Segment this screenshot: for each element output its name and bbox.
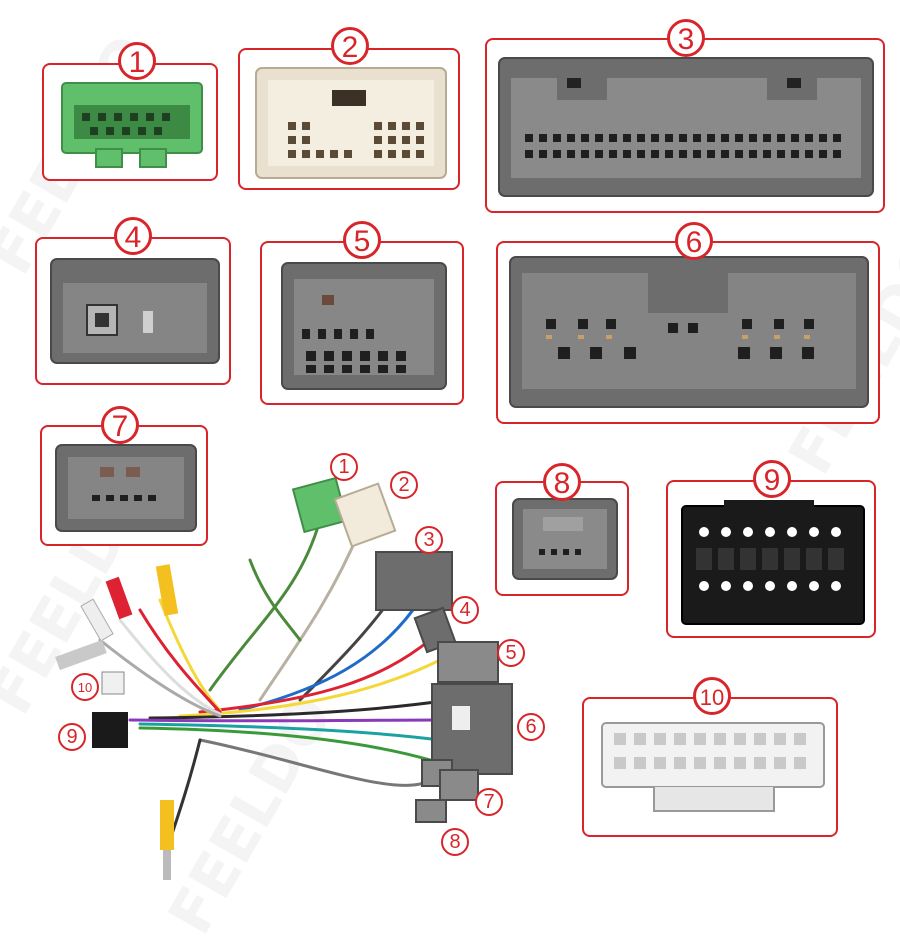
panel-number-badge: 7 [101,406,139,444]
black-connector-image [681,500,865,625]
harness-label: 1 [330,453,358,481]
connector-panel-7 [40,425,208,546]
panel-number-badge: 9 [753,460,791,498]
connector-panel-10 [582,697,838,837]
gray-connector-image [281,262,447,390]
harness-label: 9 [58,723,86,751]
connector-panel-5 [260,241,464,405]
harness-label: 2 [390,471,418,499]
panel-number-badge: 6 [675,222,713,260]
connector-panel-3 [485,38,885,213]
gray-connector-image [55,444,197,532]
watermark: FEELDO [155,684,347,946]
cream-connector-image [255,67,447,179]
panel-number-badge: 5 [343,221,381,259]
harness-label: 7 [475,788,503,816]
green-connector-image [61,82,203,168]
connector-panel-9 [666,480,876,638]
harness-label: 6 [517,713,545,741]
connector-panel-6 [496,241,880,424]
panel-number-badge: 4 [114,217,152,255]
connector-panel-4 [35,237,231,385]
panel-number-badge: 10 [693,677,731,715]
harness-label: 5 [497,639,525,667]
gray-connector-image [512,498,618,580]
harness-label: 4 [451,596,479,624]
harness-label: 8 [441,828,469,856]
connector-panel-1 [42,63,218,181]
panel-number-badge: 3 [667,19,705,57]
panel-number-badge: 2 [331,27,369,65]
white-connector-image [601,722,825,812]
connector-panel-2 [238,48,460,190]
harness-label: 10 [71,673,99,701]
gray-connector-image [50,258,220,364]
panel-number-badge: 8 [543,463,581,501]
panel-number-badge: 1 [118,42,156,80]
gray-connector-image [498,57,874,197]
harness-label: 3 [415,526,443,554]
gray-connector-image [509,256,869,408]
